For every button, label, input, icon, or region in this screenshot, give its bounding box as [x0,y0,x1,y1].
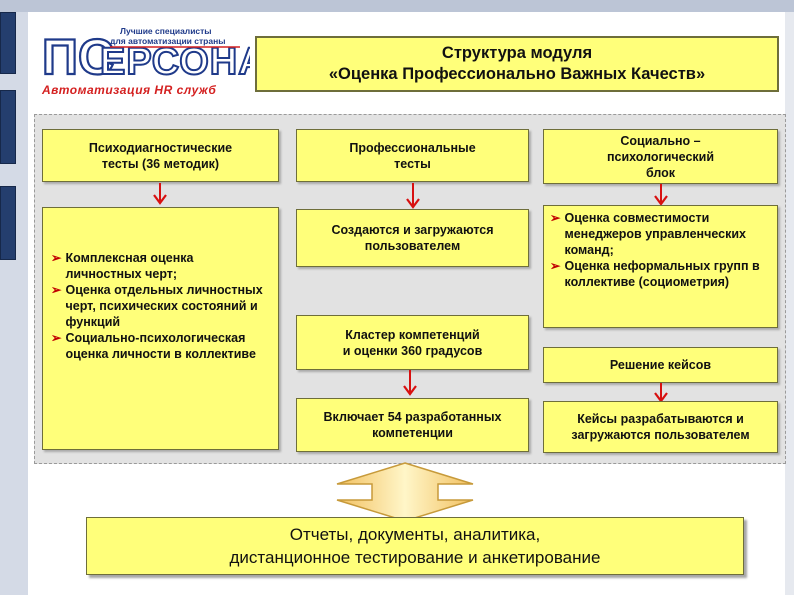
arrow-down-icon [403,370,417,396]
bullet-arrow-icon: ➢ [550,211,561,225]
psychodiagnostic-details-box: ➢Комплексная оценка личностных черт; ➢Оц… [42,207,279,450]
list-item: ➢Оценка совместимости менеджеров управле… [550,211,746,257]
case-solving-label: Решение кейсов [609,358,712,372]
personal-logo: ПС ЕРСОНАЛ Лучшие специалисты для автома… [40,22,250,102]
list-item: ➢Оценка неформальных групп в коллективе … [550,259,760,289]
competency-cluster-line-2: и оценки 360 градусов [342,343,483,358]
social-header-line-1: Социально – [620,133,701,148]
list-item: ➢Оценка отдельных личностных черт, психи… [51,283,263,329]
reports-line-1: Отчеты, документы, аналитика, [289,525,541,544]
arrow-down-icon [654,184,668,206]
slide-nav-marker-3[interactable] [0,186,16,260]
top-border [0,0,794,12]
arrow-down-icon [406,183,420,209]
module-title-box: Структура модуля «Оценка Профессионально… [255,36,779,92]
psychodiagnostic-tests-header: Психодиагностические тесты (36 методик) [42,129,279,182]
logo-tagline-1: Лучшие специалисты [120,26,212,36]
module-title-line-1: Структура модуля [441,44,593,62]
competencies-count-line-2: компетенции [372,426,453,440]
reports-box: Отчеты, документы, аналитика, дистанцион… [86,517,744,575]
logo-tagline-2: для автоматизации страны [110,36,225,46]
professional-header-line-2: тесты [394,156,431,171]
competency-cluster-line-1: Кластер компетенций [345,327,480,342]
case-solving-box: Решение кейсов [543,347,778,383]
cases-line-2: загружаются пользователем [571,428,750,442]
social-details-box: ➢Оценка совместимости менеджеров управле… [543,205,778,328]
user-created-line-1: Создаются и загружаются [331,223,494,237]
cases-user-loaded-box: Кейсы разрабатываются и загружаются поль… [543,401,778,453]
list-item: ➢Комплексная оценка личностных черт; [51,251,194,281]
social-header-line-3: блок [645,165,676,180]
double-arrow-icon [336,462,474,522]
reports-line-2: дистанционное тестирование и анкетирован… [229,548,601,567]
bullet-arrow-icon: ➢ [51,331,62,345]
social-header-line-2: психологический [606,149,715,164]
module-title-line-2: «Оценка Профессионально Важных Качеств» [328,65,706,83]
professional-header-line-1: Профессиональные [349,140,476,155]
bullet-arrow-icon: ➢ [550,259,561,273]
arrow-down-icon [654,383,668,403]
arrow-down-icon [153,183,167,205]
user-created-tests-box: Создаются и загружаются пользователем [296,209,529,267]
bullet-arrow-icon: ➢ [51,283,62,297]
psychodiagnostic-header-line-1: Психодиагностические [88,140,233,155]
logo-monogram: ПС [42,29,114,85]
cases-line-1: Кейсы разрабатываются и [577,412,744,426]
right-border [785,12,794,595]
slide-nav-marker-2[interactable] [0,90,16,164]
competencies-count-box: Включает 54 разработанных компетенции [296,398,529,452]
competencies-count-line-1: Включает 54 разработанных [323,410,502,424]
bullet-arrow-icon: ➢ [51,251,62,265]
user-created-line-2: пользователем [364,239,461,253]
list-item: ➢Социально-психологическая оценка личнос… [51,331,256,361]
slide-nav-marker-1[interactable] [0,12,16,74]
social-psychological-header: Социально – психологический блок [543,129,778,184]
professional-tests-header: Профессиональные тесты [296,129,529,182]
logo-subtitle: Автоматизация HR служб [41,83,216,97]
competency-cluster-box: Кластер компетенций и оценки 360 градусо… [296,315,529,370]
psychodiagnostic-header-line-2: тесты (36 методик) [101,156,220,171]
